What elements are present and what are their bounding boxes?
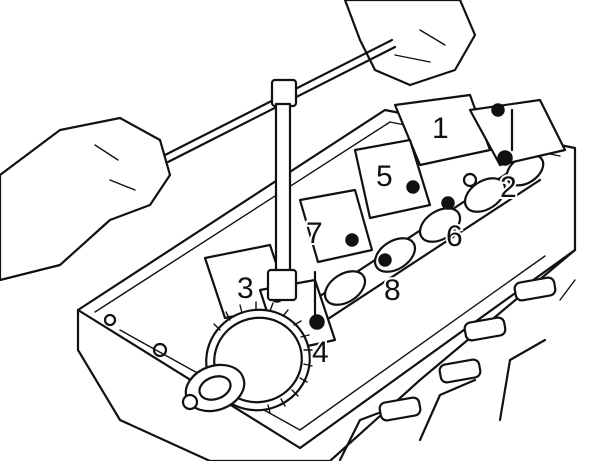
cap-bolts bbox=[270, 103, 514, 330]
bolt-6 bbox=[441, 196, 455, 210]
bolt-7 bbox=[345, 233, 359, 247]
bolt-8 bbox=[378, 253, 392, 267]
callout-3: 3 bbox=[237, 272, 254, 305]
t-handle-wrench bbox=[163, 38, 397, 302]
bolt-2 bbox=[497, 150, 513, 166]
callout-6: 6 bbox=[446, 220, 463, 253]
technician-hands bbox=[0, 0, 477, 282]
callout-4: 4 bbox=[312, 336, 329, 369]
bolt-1 bbox=[491, 103, 505, 117]
sequence-callouts: 1 2 3 4 5 6 7 8 bbox=[235, 110, 519, 371]
callout-2: 2 bbox=[500, 171, 517, 204]
bolt-5 bbox=[406, 180, 420, 194]
callout-7: 7 bbox=[306, 217, 323, 250]
camshaft-gear bbox=[181, 301, 313, 414]
callout-8: 8 bbox=[384, 274, 401, 307]
callout-5: 5 bbox=[376, 160, 393, 193]
bolt-4 bbox=[309, 314, 325, 330]
callout-1: 1 bbox=[432, 112, 449, 145]
